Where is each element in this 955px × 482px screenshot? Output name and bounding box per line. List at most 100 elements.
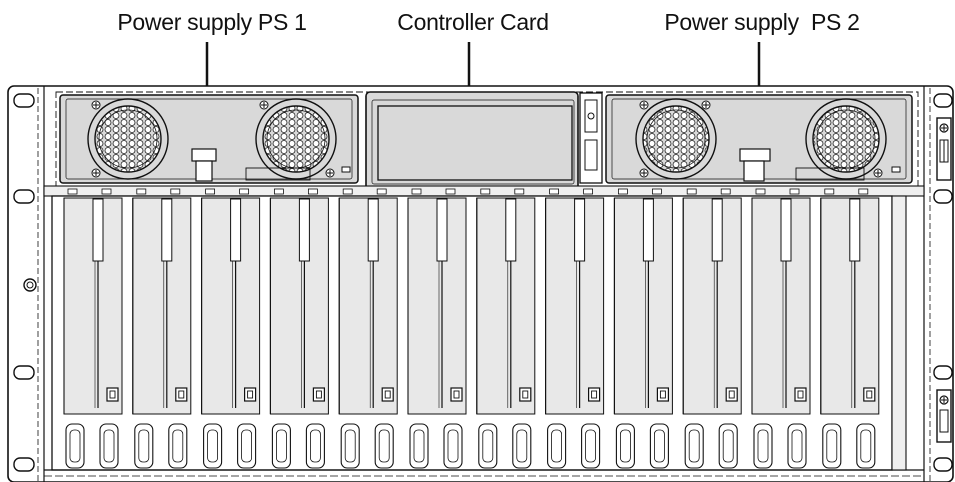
- card-connector-inner: [275, 429, 287, 463]
- screw-icon: [325, 168, 335, 178]
- rack-hole-inner: [26, 281, 34, 289]
- ps1-label-plate: [245, 167, 311, 181]
- ps2-led: [891, 166, 901, 173]
- card-slot: [682, 197, 742, 469]
- rail-stud: [652, 188, 662, 195]
- card-ejector-handle-icon[interactable]: [711, 198, 723, 262]
- rail-stud: [480, 188, 491, 195]
- screw-icon: [701, 100, 711, 110]
- card-slot: [613, 197, 673, 469]
- rail-stud: [136, 188, 147, 195]
- card-ejector-handle-icon[interactable]: [92, 198, 104, 262]
- card-connector-inner: [69, 429, 81, 463]
- power-supply-ps2: [605, 94, 913, 184]
- card-lock-inner: [659, 390, 666, 399]
- screw-icon: [639, 168, 649, 178]
- rail-stud: [789, 188, 800, 195]
- rail-stud: [858, 188, 869, 195]
- controller-latch[interactable]: [579, 92, 603, 184]
- rack-mount-hole-icon: [933, 365, 953, 380]
- card-ejector-handle-icon[interactable]: [574, 198, 586, 262]
- card-connector-inner: [482, 429, 494, 463]
- card-connector-inner: [620, 429, 631, 463]
- card-lock-inner: [728, 390, 735, 399]
- grounding-terminal-top: [936, 117, 952, 181]
- card-lock-inner: [315, 390, 322, 399]
- fan-grille-icon: [805, 98, 887, 180]
- ps2-label-plate: [795, 167, 865, 181]
- rail-stud: [686, 188, 697, 195]
- rail-stud: [514, 188, 525, 195]
- card-ejector-handle-icon[interactable]: [849, 198, 861, 262]
- card-connector-inner: [860, 429, 872, 463]
- card-slots: [63, 197, 880, 469]
- rail-stud: [170, 188, 181, 195]
- rail-stud: [445, 188, 456, 195]
- screw-icon: [259, 100, 269, 110]
- card-ejector-handle-icon[interactable]: [642, 198, 654, 262]
- card-lock-inner: [522, 390, 529, 399]
- rail-stud: [376, 188, 387, 195]
- label-controller-card: Controller Card: [397, 9, 548, 35]
- card-connector-inner: [791, 429, 803, 463]
- rail-stud: [239, 188, 250, 195]
- card-connector-inner: [654, 429, 665, 463]
- card-connector-inner: [103, 429, 115, 463]
- card-slot: [407, 197, 467, 469]
- ps2-handle-grip: [743, 160, 765, 182]
- rail-stud: [307, 188, 318, 195]
- card-connector-inner: [447, 429, 459, 463]
- rack-mount-hole-icon: [13, 189, 35, 204]
- card-connector-inner: [241, 429, 253, 463]
- card-connector-inner: [757, 429, 769, 463]
- card-connector-inner: [309, 429, 321, 463]
- rail-stud: [720, 188, 731, 195]
- screw-icon: [91, 100, 101, 110]
- card-connector-inner: [138, 429, 150, 463]
- card-slot: [476, 197, 536, 469]
- rack-mount-hole-icon: [23, 278, 37, 292]
- card-connector-inner: [172, 429, 184, 463]
- card-lock-inner: [591, 390, 598, 399]
- screw-icon: [91, 168, 101, 178]
- screw-icon: [873, 168, 883, 178]
- card-lock-inner: [109, 390, 116, 399]
- card-ejector-handle-icon[interactable]: [436, 198, 448, 262]
- ps1-led: [341, 166, 351, 173]
- card-ejector-handle-icon[interactable]: [505, 198, 517, 262]
- card-cage-side-wall: [891, 195, 907, 471]
- card-lock-inner: [453, 390, 460, 399]
- card-lock-inner: [247, 390, 254, 399]
- card-ejector-handle-icon[interactable]: [367, 198, 379, 262]
- card-slot: [132, 197, 192, 469]
- rack-mount-hole-icon: [933, 457, 953, 472]
- card-lock-inner: [866, 390, 873, 399]
- card-connector-inner: [585, 429, 596, 463]
- fan-grille-icon: [255, 98, 337, 180]
- card-slot: [820, 197, 880, 469]
- card-connector-inner: [207, 429, 219, 463]
- card-slot: [751, 197, 811, 469]
- rail-stud: [273, 188, 284, 195]
- card-ejector-handle-icon[interactable]: [298, 198, 310, 262]
- card-ejector-handle-icon[interactable]: [780, 198, 792, 262]
- card-ejector-handle-icon[interactable]: [230, 198, 242, 262]
- rail-stud: [824, 188, 835, 195]
- rail-stud: [411, 188, 422, 195]
- ps1-handle[interactable]: [191, 148, 217, 162]
- card-lock-inner: [178, 390, 185, 399]
- rail-studs: [67, 188, 869, 195]
- card-ejector-handle-icon[interactable]: [161, 198, 173, 262]
- card-slot: [269, 197, 329, 469]
- card-connector-inner: [551, 429, 562, 463]
- rail-stud: [101, 188, 112, 195]
- ps2-handle[interactable]: [739, 148, 771, 162]
- grounding-terminal-bottom: [936, 389, 952, 443]
- rail-stud: [205, 188, 216, 195]
- label-power-supply-ps1: Power supply PS 1: [117, 9, 306, 35]
- card-slot: [338, 197, 398, 469]
- rail-stud: [618, 188, 628, 195]
- rack-mount-hole-icon: [933, 93, 953, 108]
- card-slot: [201, 197, 261, 469]
